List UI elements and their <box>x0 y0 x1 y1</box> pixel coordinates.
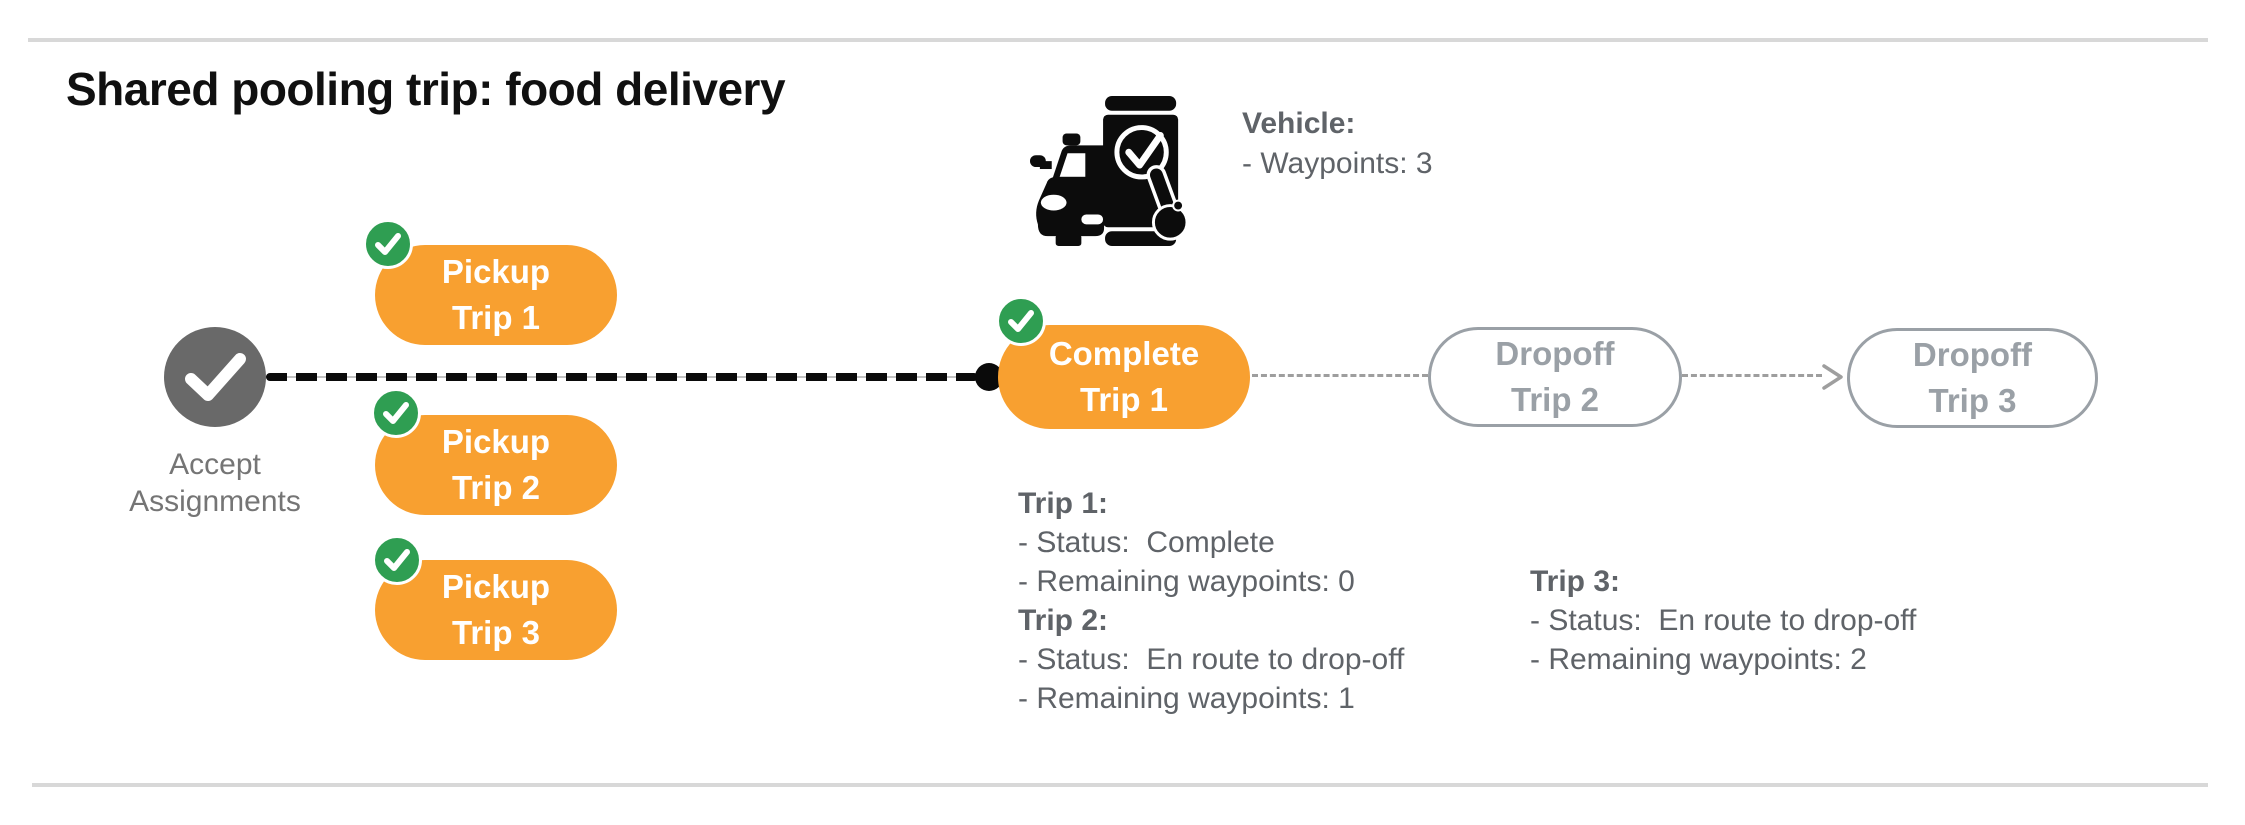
accept-assignments-label-line1: Accept <box>169 448 261 481</box>
pickup-trip-3-line1: Pickup <box>441 568 551 605</box>
trip-2-heading: Trip 2: <box>1018 604 1109 637</box>
pickup-trip-3-line2: Trip 3 <box>451 614 541 651</box>
vehicle-waypoints: - Waypoints: 3 <box>1242 147 1433 180</box>
pickup-trip-2-line2: Trip 2 <box>451 469 541 506</box>
trip-3-heading: Trip 3: <box>1530 565 1621 598</box>
complete-trip-1-line2: Trip 1 <box>1079 381 1169 418</box>
arrowhead-right-icon <box>1822 364 1843 390</box>
accept-assignments-label: Accept Assignments <box>85 446 345 520</box>
node-accept-assignments <box>164 327 266 427</box>
dropoff-trip-2-line1: Dropoff <box>1495 335 1615 372</box>
node-pickup-trip-1: Pickup Trip 1 <box>375 245 617 345</box>
trip-3-waypoints-line: - Remaining waypoints: 2 <box>1530 643 1867 676</box>
node-pickup-trip-3: Pickup Trip 3 <box>375 560 617 660</box>
trip-2-waypoints-line: - Remaining waypoints: 1 <box>1018 682 1355 715</box>
bottom-divider <box>32 783 2208 787</box>
trip-2-status-line: - Status: En route to drop-off <box>1018 643 1405 676</box>
car-phone-check-icon <box>1030 95 1188 247</box>
dropoff-trip-3-line1: Dropoff <box>1912 336 2033 373</box>
node-dropoff-trip-3: Dropoff Trip 3 <box>1847 328 2098 428</box>
trip-1-waypoints-line: - Remaining waypoints: 0 <box>1018 565 1355 598</box>
top-divider <box>28 38 2208 42</box>
dropoff-trip-3-line2: Trip 3 <box>1928 382 2017 419</box>
pickup-trip-1-line2: Trip 1 <box>451 299 541 336</box>
pickup-trip-1-line1: Pickup <box>441 253 551 290</box>
trip-status-block-left: Trip 1: - Status: Complete - Remaining w… <box>1018 484 1404 718</box>
check-badge-icon <box>372 535 422 585</box>
trip-status-block-right: Trip 3: - Status: En route to drop-off -… <box>1530 562 1916 679</box>
dropoff-trip-2-line2: Trip 2 <box>1510 381 1600 418</box>
node-complete-trip-1: Complete Trip 1 <box>998 325 1250 429</box>
page-title: Shared pooling trip: food delivery <box>66 63 786 115</box>
complete-trip-1-line1: Complete <box>1048 335 1200 372</box>
accept-assignments-label-line2: Assignments <box>129 485 301 518</box>
vehicle-heading: Vehicle: <box>1242 107 1356 140</box>
trip-1-status-line: - Status: Complete <box>1018 526 1275 559</box>
pickup-trip-2-line1: Pickup <box>441 423 551 460</box>
connector-complete-to-dropoff2 <box>1252 374 1428 377</box>
check-badge-icon <box>363 219 413 269</box>
node-dropoff-trip-2: Dropoff Trip 2 <box>1428 327 1682 427</box>
assignment-connector <box>266 369 978 385</box>
node-pickup-trip-2: Pickup Trip 2 <box>375 415 617 515</box>
trip-3-status-line: - Status: En route to drop-off <box>1530 604 1917 637</box>
checkmark-icon <box>185 353 246 401</box>
connector-dropoff2-to-dropoff3 <box>1682 374 1822 377</box>
vehicle-info: Vehicle: - Waypoints: 3 <box>1242 104 1433 184</box>
trip-1-heading: Trip 1: <box>1018 487 1109 520</box>
check-badge-icon <box>371 388 421 438</box>
check-badge-icon <box>996 296 1046 346</box>
